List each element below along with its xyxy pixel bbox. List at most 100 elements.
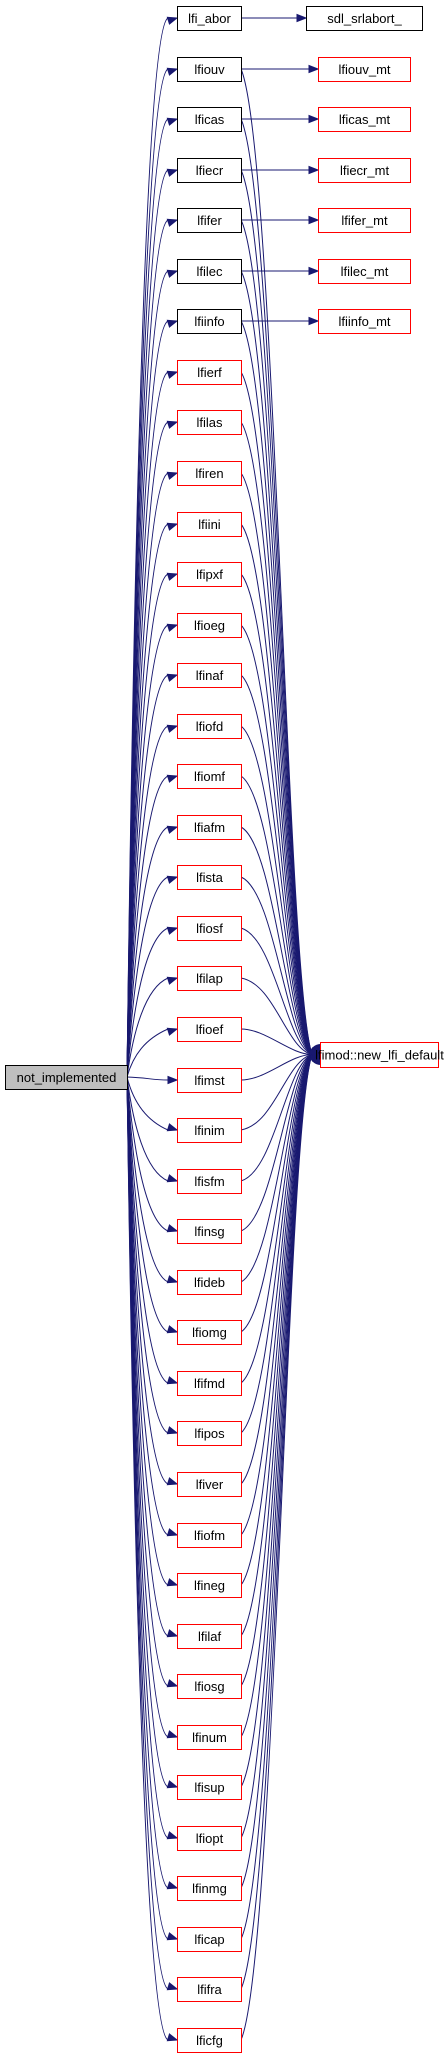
node-box-lficap xyxy=(177,1927,242,1952)
arrow-lfifer-to-lfifer-mt xyxy=(308,215,320,225)
node-lficap[interactable]: lficap xyxy=(177,1927,242,1952)
node-lfifer-mt[interactable]: lfifer_mt xyxy=(318,208,411,233)
node-lfiosf[interactable]: lfiosf xyxy=(177,916,242,941)
node-lfifer[interactable]: lfifer xyxy=(177,208,242,233)
arrow-to-lfiini xyxy=(166,522,179,531)
edge-lfiren-to-new-lfi-default xyxy=(240,472,313,1055)
node-label-lfiomg: lfiomg xyxy=(192,1325,227,1340)
node-lfiouv-mt[interactable]: lfiouv_mt xyxy=(318,57,411,82)
node-lfinaf[interactable]: lfinaf xyxy=(177,663,242,688)
node-label-lfinum: lfinum xyxy=(192,1730,227,1745)
node-box-lfineg xyxy=(177,1573,242,1598)
node-lfierf[interactable]: lfierf xyxy=(177,360,242,385)
node-lfiver[interactable]: lfiver xyxy=(177,1472,242,1497)
arrow-to-lfifer xyxy=(166,218,179,227)
node-lfilaf[interactable]: lfilaf xyxy=(177,1624,242,1649)
edge-lfiofm-to-new-lfi-default xyxy=(240,1054,313,1536)
node-box-lfiini xyxy=(177,512,242,537)
node-lfiofd[interactable]: lfiofd xyxy=(177,714,242,739)
node-lfiafm[interactable]: lfiafm xyxy=(177,815,242,840)
node-box-lfilec xyxy=(177,259,242,284)
node-box-lfideb xyxy=(177,1270,242,1295)
node-box-lfi-abor xyxy=(177,6,242,31)
edge-lfifmd-to-new-lfi-default xyxy=(240,1054,313,1384)
node-label-lficas: lficas xyxy=(195,112,225,127)
node-lfipos[interactable]: lfipos xyxy=(177,1421,242,1446)
node-lfimst[interactable]: lfimst xyxy=(177,1068,242,1093)
node-lfioef[interactable]: lfioef xyxy=(177,1017,242,1042)
node-label-lfiver: lfiver xyxy=(196,1477,224,1492)
arrow-to-lfilaf xyxy=(166,1629,179,1638)
node-lfineg[interactable]: lfineg xyxy=(177,1573,242,1598)
node-label-lfideb: lfideb xyxy=(194,1275,225,1290)
node-label-lficap: lficap xyxy=(194,1932,224,1947)
arrow-to-lfioeg xyxy=(166,623,179,632)
node-sdl-srlabort[interactable]: sdl_srlabort_ xyxy=(306,6,423,31)
node-lficas[interactable]: lficas xyxy=(177,107,242,132)
node-lficfg[interactable]: lficfg xyxy=(177,2028,242,2053)
node-lfi-abor[interactable]: lfi_abor xyxy=(177,6,242,31)
node-label-lfisfm: lfisfm xyxy=(194,1174,224,1189)
node-lfiouv[interactable]: lfiouv xyxy=(177,57,242,82)
arrow-lfiecr-to-lfiecr-mt xyxy=(308,165,320,175)
node-label-sdl-srlabort: sdl_srlabort_ xyxy=(327,11,402,26)
edge-root-to-lfimst xyxy=(126,1076,169,1081)
node-lfiecr[interactable]: lfiecr xyxy=(177,158,242,183)
edge-lfiomg-to-new-lfi-default xyxy=(240,1054,313,1333)
node-lfilas[interactable]: lfilas xyxy=(177,410,242,435)
arrow-to-lfinim xyxy=(166,1123,179,1132)
arrow-lfilec-to-lfilec-mt xyxy=(308,266,320,276)
node-lfinum[interactable]: lfinum xyxy=(177,1725,242,1750)
node-label-lfiecr-mt: lfiecr_mt xyxy=(340,163,390,178)
node-label-lfiosg: lfiosg xyxy=(194,1679,224,1694)
call-edges xyxy=(126,13,322,2042)
node-lfilec[interactable]: lfilec xyxy=(177,259,242,284)
arrow-to-lfiinfo xyxy=(166,319,179,328)
edge-lfista-to-new-lfi-default xyxy=(240,876,313,1055)
edge-lfiafm-to-new-lfi-default xyxy=(240,826,313,1055)
node-lfiopt[interactable]: lfiopt xyxy=(177,1826,242,1851)
node-lfimod-new-lfi-default[interactable]: lfimod::new_lfi_default xyxy=(315,1042,444,1068)
node-not-implemented[interactable]: not_implemented xyxy=(5,1065,128,1090)
node-lfiini[interactable]: lfiini xyxy=(177,512,242,537)
node-lfiomg[interactable]: lfiomg xyxy=(177,1320,242,1345)
node-lfilap[interactable]: lfilap xyxy=(177,966,242,991)
node-lfilec-mt[interactable]: lfilec_mt xyxy=(318,259,411,284)
node-lfifmd[interactable]: lfifmd xyxy=(177,1371,242,1396)
node-lfinim[interactable]: lfinim xyxy=(177,1118,242,1143)
arrow-to-lfiofd xyxy=(166,724,179,733)
arrow-to-lfilec xyxy=(166,269,179,278)
arrow-to-lfiomf xyxy=(166,774,179,783)
edge-lfilas-to-new-lfi-default xyxy=(240,421,313,1055)
node-label-lfiofm: lfiofm xyxy=(194,1528,225,1543)
node-lfipxf[interactable]: lfipxf xyxy=(177,562,242,587)
node-box-lfifer-mt xyxy=(318,208,411,233)
node-lfiofm[interactable]: lfiofm xyxy=(177,1523,242,1548)
arrow-to-lfi-abor xyxy=(166,16,179,25)
arrow-to-lfineg xyxy=(166,1578,179,1587)
node-lfifra[interactable]: lfifra xyxy=(177,1977,242,2002)
node-lficas-mt[interactable]: lficas_mt xyxy=(318,107,411,132)
node-lfioeg[interactable]: lfioeg xyxy=(177,613,242,638)
node-box-lfiouv-mt xyxy=(318,57,411,82)
node-lfiinfo-mt[interactable]: lfiinfo_mt xyxy=(318,309,411,334)
node-label-lficfg: lficfg xyxy=(196,2033,223,2048)
node-box-sdl-srlabort xyxy=(306,6,423,31)
arrow-to-lfista xyxy=(166,875,179,884)
node-lfinsg[interactable]: lfinsg xyxy=(177,1219,242,1244)
node-lfista[interactable]: lfista xyxy=(177,865,242,890)
node-lfideb[interactable]: lfideb xyxy=(177,1270,242,1295)
node-box-lfiafm xyxy=(177,815,242,840)
node-lfiinfo[interactable]: lfiinfo xyxy=(177,309,242,334)
node-lfiren[interactable]: lfiren xyxy=(177,461,242,486)
node-lfisfm[interactable]: lfisfm xyxy=(177,1169,242,1194)
node-lfiosg[interactable]: lfiosg xyxy=(177,1674,242,1699)
node-label-lfiomf: lfiomf xyxy=(194,769,225,784)
node-lfisup[interactable]: lfisup xyxy=(177,1775,242,1800)
edge-lfiofd-to-new-lfi-default xyxy=(240,725,313,1055)
node-box-lfifra xyxy=(177,1977,242,2002)
node-lfinmg[interactable]: lfinmg xyxy=(177,1876,242,1901)
node-lfiomf[interactable]: lfiomf xyxy=(177,764,242,789)
node-lfiecr-mt[interactable]: lfiecr_mt xyxy=(318,158,411,183)
